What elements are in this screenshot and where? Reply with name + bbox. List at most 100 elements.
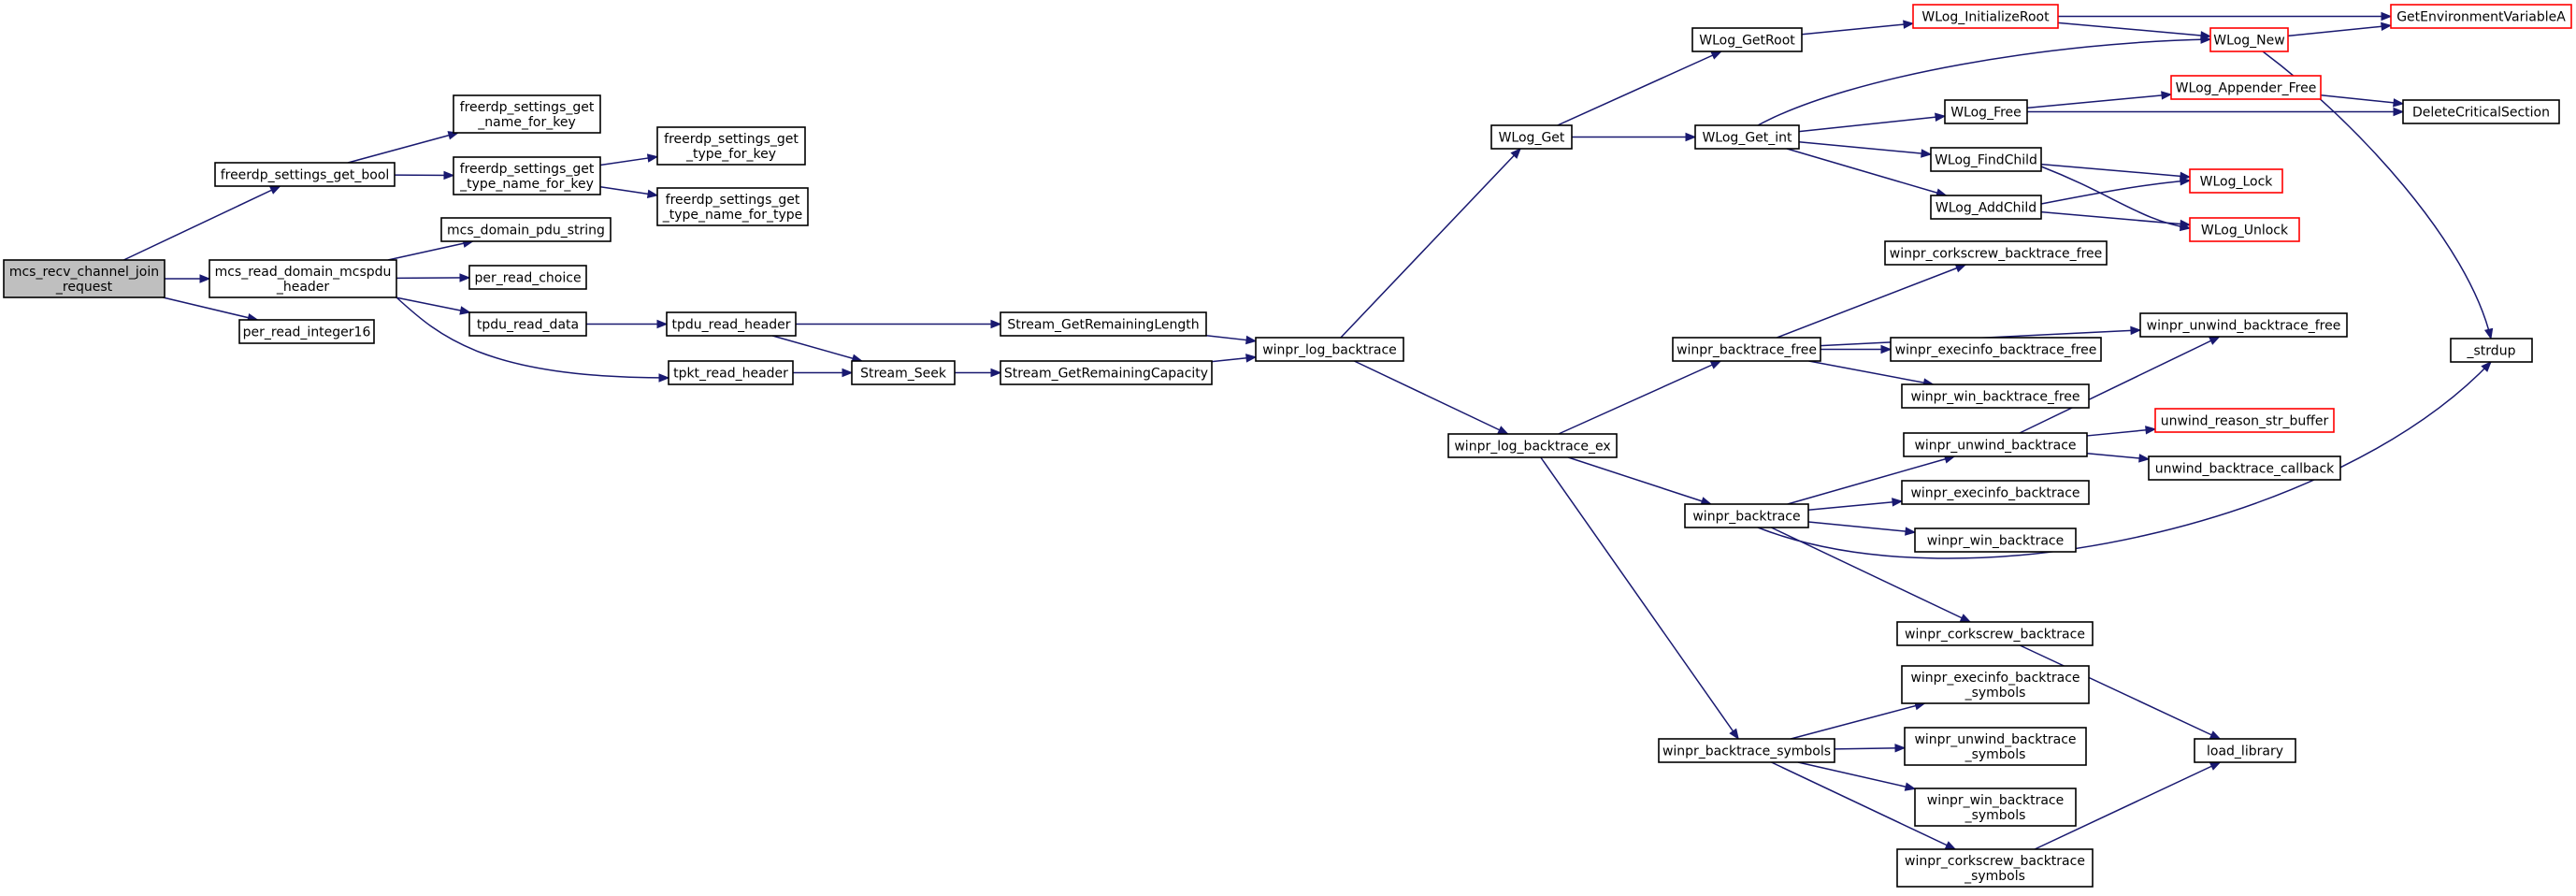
call-edge — [2057, 22, 2212, 40]
call-edge — [1820, 344, 1892, 354]
function-node[interactable]: winpr_corkscrew_backtrace_free — [1884, 240, 2108, 266]
call-edges — [123, 11, 2494, 850]
function-node[interactable]: per_read_choice — [468, 265, 587, 290]
function-node[interactable]: winpr_execinfo_backtrace_free — [1890, 337, 2102, 362]
function-node[interactable]: freerdp_settings_get_type_for_key — [656, 126, 806, 166]
call-edge-line — [1797, 761, 1916, 790]
function-node-box — [1901, 480, 2090, 505]
function-node[interactable]: tpkt_read_header — [668, 360, 794, 385]
call-edge-line — [1540, 456, 1739, 740]
function-node[interactable]: freerdp_settings_get_name_for_key — [453, 94, 601, 134]
call-edge — [1540, 456, 1739, 741]
function-node[interactable]: Stream_GetRemainingLength — [1000, 311, 1207, 337]
function-node[interactable]: _strdup — [2450, 338, 2533, 363]
function-node-label: Stream_GetRemainingCapacity — [1004, 367, 1208, 382]
function-node-box — [453, 94, 601, 134]
call-edge-line — [1798, 115, 1946, 133]
function-node[interactable]: WLog_Get_int — [1694, 124, 1800, 150]
function-node[interactable]: winpr_log_backtrace — [1255, 337, 1404, 362]
function-node-label: unwind_backtrace_callback — [2155, 462, 2335, 477]
call-edge-arrowhead — [1880, 344, 1892, 354]
function-node[interactable]: WLog_AddChild — [1930, 195, 2042, 220]
call-edge — [1557, 51, 1723, 126]
call-edge — [1797, 761, 1917, 791]
call-edge-line — [2034, 761, 2221, 850]
function-node[interactable]: WLog_Appender_Free — [2170, 75, 2322, 100]
call-edge-line — [2287, 24, 2392, 37]
function-node-label: _symbols — [1964, 686, 2026, 701]
function-node-box — [1930, 195, 2042, 220]
call-edge — [1808, 360, 1935, 387]
function-node[interactable]: mcs_domain_pdu_string — [440, 217, 612, 242]
function-node[interactable]: unwind_reason_str_buffer — [2154, 408, 2335, 433]
function-node[interactable]: WLog_FindChild — [1930, 147, 2042, 172]
function-node[interactable]: WLog_InitializeRoot — [1912, 4, 2059, 29]
function-node[interactable]: per_read_integer16 — [238, 319, 375, 344]
function-node[interactable]: unwind_backtrace_callback — [2148, 455, 2341, 481]
function-node-box — [1000, 311, 1207, 337]
function-node-label: _symbols — [1964, 747, 2026, 762]
call-edge — [347, 131, 460, 164]
function-node[interactable]: freerdp_settings_get_bool — [214, 162, 396, 187]
function-node[interactable]: winpr_unwind_backtrace_symbols — [1904, 727, 2087, 766]
function-node[interactable]: winpr_execinfo_backtrace_symbols — [1901, 665, 2090, 704]
function-node-box — [1694, 124, 1800, 150]
call-edge-arrowhead — [459, 273, 471, 282]
function-node[interactable]: winpr_backtrace_free — [1672, 337, 1821, 362]
function-node[interactable]: tpdu_read_header — [666, 311, 797, 337]
function-node[interactable]: DeleteCriticalSection — [2402, 99, 2560, 124]
function-node-label: WLog_Appender_Free — [2176, 81, 2317, 96]
function-node[interactable]: freerdp_settings_get_type_name_for_type — [656, 187, 809, 226]
call-edge-arrowhead — [646, 189, 659, 199]
call-edge-line — [2057, 22, 2211, 37]
function-node[interactable]: Stream_Seek — [851, 360, 956, 385]
function-node-box — [1912, 4, 2059, 29]
function-node-label: load_library — [2207, 744, 2283, 759]
call-edge-arrowhead — [2209, 730, 2222, 740]
call-edge-arrowhead — [1497, 426, 1509, 435]
function-node-box — [2402, 99, 2560, 124]
function-node[interactable]: winpr_unwind_backtrace — [1903, 432, 2088, 457]
function-node-label: GetEnvironmentVariableA — [2396, 10, 2566, 25]
function-node[interactable]: WLog_Get — [1490, 124, 1573, 150]
call-edge — [1798, 140, 1933, 158]
call-edge-line — [1771, 527, 1971, 623]
function-node[interactable]: WLog_Lock — [2189, 168, 2283, 194]
call-edge — [1801, 20, 1915, 36]
function-node[interactable]: winpr_unwind_backtrace_free — [2139, 312, 2348, 338]
function-node[interactable]: winpr_win_backtrace_symbols — [1914, 788, 2077, 827]
function-node[interactable]: mcs_read_domain_mcspdu_header — [209, 259, 397, 298]
function-node[interactable]: winpr_win_backtrace_free — [1901, 383, 2090, 409]
call-edge-arrowhead — [1245, 335, 1258, 345]
function-node-label: winpr_unwind_backtrace_free — [2147, 319, 2341, 334]
call-edge-line — [2086, 452, 2150, 460]
function-node[interactable]: winpr_execinfo_backtrace — [1901, 480, 2090, 505]
function-node[interactable]: winpr_backtrace_symbols — [1658, 738, 1835, 763]
call-edge — [2040, 177, 2192, 205]
function-node-label: mcs_domain_pdu_string — [447, 224, 605, 238]
function-node[interactable]: freerdp_settings_get_type_name_for_key — [453, 156, 601, 195]
function-node[interactable]: winpr_corkscrew_backtrace_symbols — [1896, 848, 2094, 888]
function-node-label: winpr_unwind_backtrace — [1914, 732, 2076, 747]
function-node[interactable]: load_library — [2194, 738, 2296, 763]
call-edge — [1807, 521, 1917, 536]
function-node[interactable]: GetEnvironmentVariableA — [2390, 4, 2572, 29]
function-node[interactable]: tpdu_read_data — [468, 311, 587, 337]
function-node[interactable]: winpr_log_backtrace_ex — [1447, 433, 1618, 458]
function-node-box — [209, 259, 397, 298]
function-node[interactable]: Stream_GetRemainingCapacity — [1000, 360, 1213, 385]
call-edge — [1211, 354, 1258, 363]
call-edge-arrowhead — [2138, 454, 2151, 463]
function-node[interactable]: winpr_backtrace — [1684, 503, 1809, 528]
call-edge-arrowhead — [2180, 177, 2192, 186]
function-node-box — [851, 360, 956, 385]
function-node[interactable]: WLog_Unlock — [2189, 217, 2300, 242]
function-node[interactable]: winpr_corkscrew_backtrace — [1896, 621, 2094, 646]
function-node[interactable]: WLog_Free — [1944, 99, 2028, 124]
call-edge — [1834, 744, 1907, 753]
function-node[interactable]: winpr_win_backtrace — [1914, 527, 2077, 553]
call-edge — [955, 368, 1002, 378]
function-node[interactable]: WLog_New — [2209, 27, 2289, 52]
function-node-box — [2170, 75, 2322, 100]
function-node[interactable]: WLog_GetRoot — [1691, 27, 1803, 52]
